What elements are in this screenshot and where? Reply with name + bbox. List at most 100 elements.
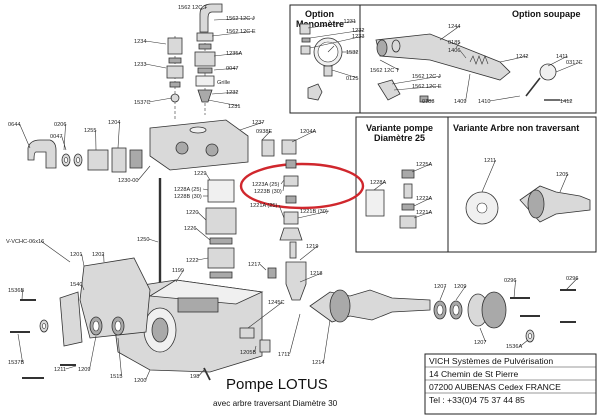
leader-line [555,61,581,73]
part-label: 0206 [54,122,66,128]
part-label: 1201 [70,252,82,258]
leader-line [559,173,568,193]
leader-line [202,188,209,191]
company-street: 14 Chemin de St Pierre [429,369,519,379]
leader-line [373,181,385,191]
leader-line [299,245,318,261]
crankshaft [309,289,431,323]
left-elbow [27,139,57,169]
part-label: 0317C [566,60,582,66]
leader-line [19,123,31,149]
part-label: 1532 [346,50,358,56]
part-label: 1234 [134,39,146,45]
leader-line [307,20,357,29]
part-label: 0185 [448,40,460,46]
part-label: 1562 12C E [412,84,442,90]
part-label: 1409 [454,99,466,105]
part-label: 1209 [78,367,90,373]
part-label: 1205B [240,350,256,356]
leader-line [145,40,167,45]
variante-pompe-line1: Variante pompe [366,123,433,133]
leader-line [117,337,122,377]
variante-pompe-sleeve [365,189,385,217]
part-label: 1232 [226,90,238,96]
part-label: 1410 [478,99,490,105]
part-label: 1223B (30) [254,189,282,195]
leader-line [259,263,267,271]
part-label: 1230-00 [118,178,139,184]
part-label: 1226 [184,226,196,232]
leader-line [297,210,330,219]
leader-line [323,319,331,363]
part-label: 1222A [416,196,432,202]
part-label: 1204A [300,129,316,135]
part-label: 1217 [248,262,260,268]
leader-line [175,269,184,283]
leader-line [459,49,467,59]
part-label: 1214 [312,360,324,366]
leader-line [213,17,256,21]
part-label: 1225A [416,162,432,168]
leader-line [282,183,285,192]
part-label: 1540 [70,282,82,288]
leader-line [148,97,173,103]
leader-line [138,165,151,181]
part-label: 1536A [506,344,522,350]
leader-line [261,130,271,141]
part-label: 1221B (30) [300,209,328,215]
part-label: 1233 [134,62,146,68]
leader-line [81,283,85,291]
leader-line [465,73,471,102]
box-variante-arbre [447,116,597,253]
leader-line [195,227,211,241]
part-label: 1515 [110,374,122,380]
part-label: 1220 [186,210,198,216]
part-label: 1231 [228,104,240,110]
leader-line [479,327,486,343]
part-label: 1231 [344,19,356,25]
leader-line [513,279,516,299]
part-label: 1205 [556,172,568,178]
leader-line [40,240,71,263]
part-label: 198 [190,374,199,380]
leader-line [411,163,431,173]
leader-line [198,369,205,377]
part-label: 1209 [454,284,466,290]
part-label: 1250 [137,237,149,243]
leader-line [211,91,238,95]
leader-line [331,69,358,79]
diagram-title: Pompe LOTUS [226,376,328,393]
part-label: 0296 [566,276,578,282]
leader-line [239,121,264,131]
part-label: 1244 [448,24,460,30]
part-label: 1562 12C E [226,29,256,35]
company-city: 07200 AUBENAS Cedex FRANCE [429,382,561,392]
part-label: 1199 [172,268,184,274]
leader-line [393,85,442,91]
leader-line [213,67,238,71]
part-label: 1536B [8,288,24,294]
leader-line [499,55,528,63]
part-label: 1562 12C J [226,16,255,22]
part-label: 0644 [8,122,20,128]
part-label: 0047 [50,134,62,140]
part-label: 1232 [352,28,364,34]
part-label: 1221A [416,210,432,216]
leader-line [547,55,568,67]
leader-line [555,99,572,102]
leader-line [309,35,364,49]
part-label: 1255 [84,128,96,134]
leader-line [425,99,434,102]
box-variante-pompe [355,116,449,253]
part-label: 1711 [278,352,290,358]
leader-line [565,277,578,291]
part-label: 1537C [134,100,150,106]
leader-line [213,52,241,57]
part-label: 1207 [434,284,446,290]
part-label: 1221A (25) [250,203,278,209]
part-label: 0788 [422,99,434,105]
part-label: 1537B [8,360,24,366]
manometre-line2: Manomètre [296,19,344,29]
leader-line [289,313,301,355]
